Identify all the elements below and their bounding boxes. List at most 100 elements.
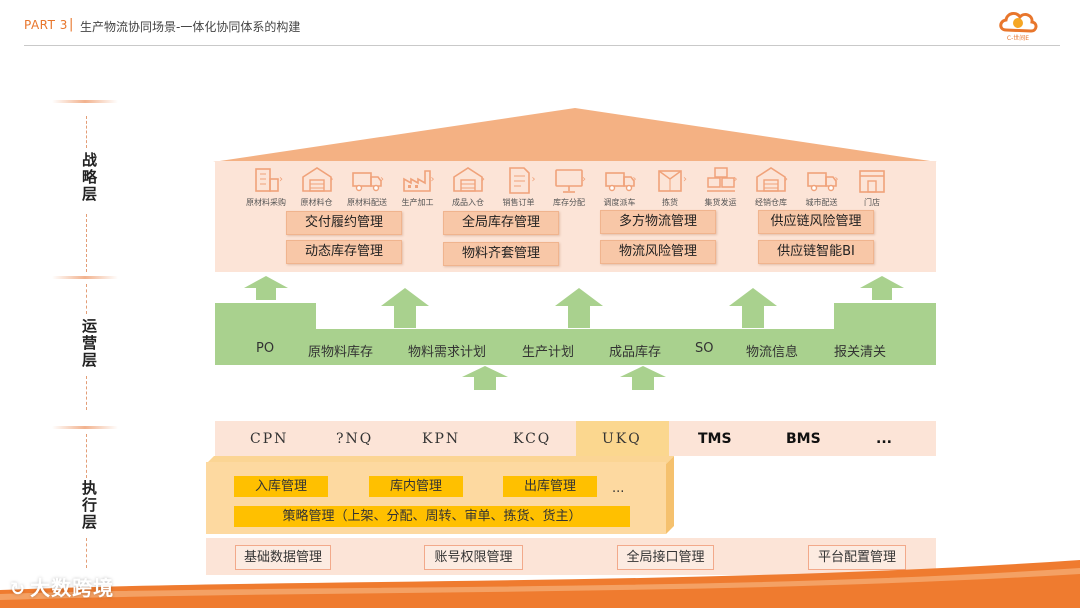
chevron-right-icon: ›: [329, 174, 334, 185]
ops-item-mrp: 物料需求计划: [408, 345, 487, 360]
up-arrow-icon: [555, 288, 603, 328]
up-arrow-icon: [462, 366, 508, 390]
ops-item-production-plan: 生产计划: [522, 345, 575, 360]
module-strategy: 策略管理（上架、分配、周转、审单、拣货、货主）: [234, 506, 630, 527]
process-step-label: 成品入仓: [452, 198, 484, 207]
layer-label-execution: 执行层: [80, 480, 98, 531]
truck-icon: [604, 172, 635, 192]
ops-item-finished-inventory: 成品库存: [609, 345, 662, 360]
system-ukq: UKQ: [602, 431, 642, 447]
process-step-label: 经销仓库: [755, 198, 787, 207]
chevron-right-icon: ›: [582, 174, 586, 185]
strategy-box: 供应链风险管理: [758, 210, 874, 234]
process-step-label: 原材料采购: [246, 198, 286, 207]
process-step: 拣货: [640, 165, 700, 208]
process-step-label: 库存分配: [553, 198, 585, 207]
chevron-right-icon: ›: [481, 174, 485, 185]
system-tms: TMS: [698, 431, 732, 447]
chevron-right-icon: ›: [430, 174, 435, 185]
process-step-label: 原材料仓: [300, 198, 333, 207]
layer-divider: [52, 426, 118, 429]
up-arrow-icon: [729, 288, 777, 328]
system-cpn: CPN: [250, 431, 289, 447]
layer-connector: [86, 214, 87, 272]
base-master-data: 基础数据管理: [235, 545, 331, 570]
up-arrow-icon: [620, 366, 666, 390]
system-nq: ?NQ: [336, 431, 374, 447]
store-icon: [859, 170, 885, 193]
chevron-right-icon: ›: [683, 174, 687, 185]
warehouse-icon: [756, 167, 786, 192]
layer-label-strategy: 战略层: [80, 152, 98, 203]
process-step-label: 生产加工: [401, 198, 434, 207]
up-arrow-icon: [244, 276, 288, 300]
ops-item-so: SO: [695, 341, 714, 356]
truck-icon: [352, 172, 382, 192]
brand-logo: C-世间E: [996, 6, 1040, 42]
system-more: ...: [876, 431, 892, 447]
base-platform-config: 平台配置管理: [808, 545, 906, 570]
process-step: 生产加工: [388, 165, 448, 208]
system-highlight: [576, 421, 669, 456]
strategy-box: 交付履约管理: [286, 211, 402, 235]
cloud-logo-icon: C-世间E: [999, 11, 1038, 42]
process-step: 销售订单: [489, 165, 549, 208]
part-label: PART 3: [24, 18, 68, 32]
chevron-right-icon: ›: [733, 174, 738, 185]
process-step: 库存分配: [539, 165, 599, 208]
module-more: ...: [612, 481, 625, 496]
system-kcq: KCQ: [513, 431, 552, 447]
chevron-right-icon: ›: [380, 174, 384, 185]
module-outbound: 出库管理: [503, 476, 597, 497]
up-arrow-icon: [381, 288, 429, 328]
truck-icon: [806, 172, 837, 192]
layer-connector: [86, 284, 87, 314]
monitor-icon: [555, 169, 583, 193]
system-bms: BMS: [786, 431, 821, 447]
module-inbound: 入库管理: [234, 476, 328, 497]
chevron-right-icon: ›: [784, 174, 788, 185]
building-icon: [255, 168, 279, 192]
process-step: 成品入仓: [438, 165, 498, 208]
layer-divider: [52, 100, 118, 103]
module-in-warehouse: 库内管理: [369, 476, 463, 497]
strategy-box: 供应链智能BI: [758, 240, 874, 264]
process-step: 原材料仓: [287, 165, 347, 208]
watermark-text: 大数跨境: [30, 576, 115, 600]
layer-connector: [86, 434, 87, 478]
process-step: 调度派车: [590, 165, 650, 208]
layer-connector: [86, 376, 87, 410]
ops-item-po: PO: [256, 341, 275, 356]
header-separator: |: [69, 17, 74, 32]
strategy-box: 物料齐套管理: [443, 242, 559, 266]
boxes-icon: [706, 167, 735, 192]
process-step: 城市配送: [792, 165, 852, 208]
layer-connector: [86, 538, 87, 568]
process-step-label: 原材料配送: [347, 198, 387, 207]
module-block-side: [666, 456, 674, 534]
process-step: 原材料配送: [337, 165, 397, 208]
warehouse-icon: [301, 167, 332, 192]
logo-text: C-世间E: [1007, 34, 1029, 42]
process-step-label: 集货发运: [704, 198, 737, 207]
strategy-box: 多方物流管理: [600, 210, 716, 234]
process-step-label: 调度派车: [603, 198, 636, 207]
layer-label-operations: 运营层: [80, 318, 98, 369]
watermark: ↻大数跨境: [10, 572, 114, 601]
strategy-box: 全局库存管理: [443, 211, 559, 235]
process-step-label: 销售订单: [502, 198, 535, 207]
process-step: 经销仓库: [741, 165, 801, 208]
factory-icon: [402, 170, 431, 192]
process-step: 原材料采购: [236, 165, 296, 208]
warehouse-icon: [453, 167, 483, 192]
footer-wave: [0, 560, 1080, 608]
process-step: 门店: [842, 165, 902, 208]
process-step-label: 拣货: [662, 198, 678, 207]
strategy-roof: [213, 108, 937, 162]
process-step: 集货发运: [691, 165, 751, 208]
chevron-right-icon: ›: [632, 174, 637, 185]
watermark-logo-icon: ↻: [10, 579, 27, 600]
base-global-interface: 全局接口管理: [617, 545, 714, 570]
header-divider: [24, 45, 1060, 46]
strategy-box: 物流风险管理: [600, 240, 716, 264]
